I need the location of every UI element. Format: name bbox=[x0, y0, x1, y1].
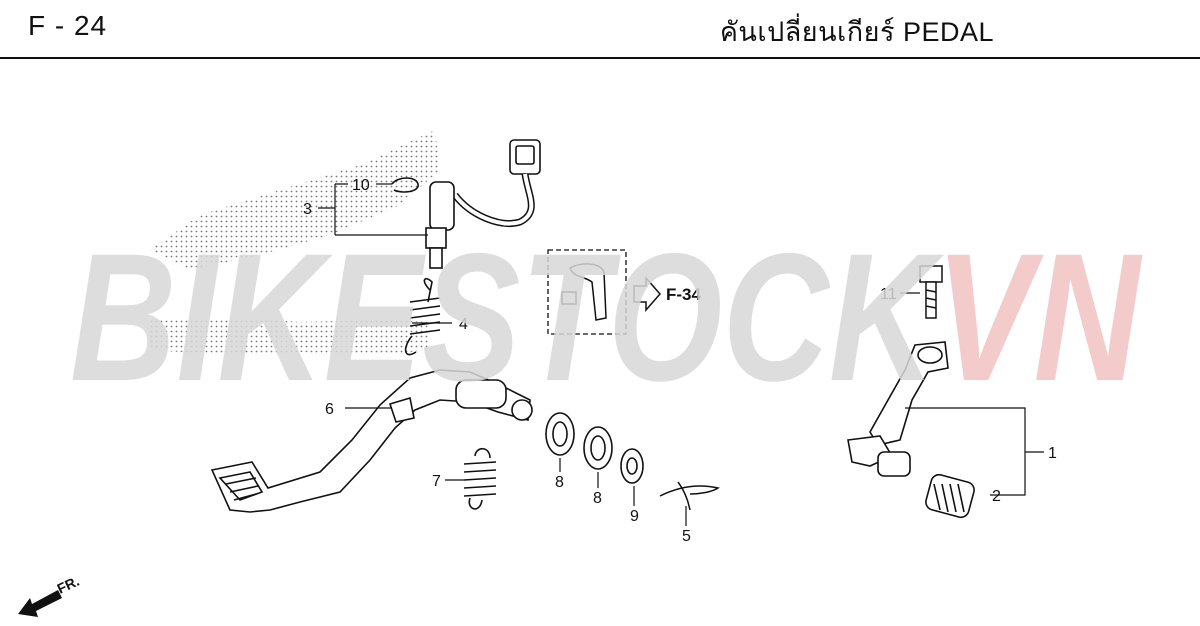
callout-1: 1 bbox=[1048, 445, 1057, 462]
return-spring bbox=[404, 278, 441, 356]
bolt bbox=[919, 265, 943, 319]
callout-6: 6 bbox=[325, 401, 334, 418]
callout-2: 2 bbox=[992, 488, 1001, 505]
dust-seal-b bbox=[583, 426, 613, 470]
header-divider bbox=[0, 57, 1200, 59]
pedal-rubber bbox=[925, 473, 975, 519]
callout-10: 10 bbox=[352, 177, 370, 194]
washer bbox=[620, 448, 644, 484]
gearshift-arm bbox=[847, 341, 949, 477]
cotter-pin bbox=[659, 481, 720, 511]
clip bbox=[391, 177, 419, 193]
page-code: F - 24 bbox=[28, 10, 108, 41]
callout-4: 4 bbox=[459, 316, 468, 333]
engine-silhouette bbox=[150, 318, 430, 356]
callout-7: 7 bbox=[432, 473, 441, 490]
page-title: คันเปลี่ยนเกียร์ PEDAL bbox=[719, 17, 994, 47]
callout-11: 11 bbox=[880, 286, 897, 303]
callout-5: 5 bbox=[682, 528, 691, 545]
callout-8b: 8 bbox=[593, 490, 602, 507]
dust-seal-a bbox=[545, 412, 575, 456]
reference-box bbox=[547, 249, 627, 335]
leader-lines bbox=[318, 183, 1044, 526]
callout-9: 9 bbox=[630, 508, 639, 525]
spring bbox=[463, 447, 497, 510]
brake-pedal bbox=[210, 369, 533, 513]
frame-silhouette bbox=[150, 130, 440, 270]
side-stand-switch bbox=[425, 139, 541, 269]
reference-arrow-icon bbox=[633, 276, 661, 312]
reference-bracket bbox=[561, 263, 607, 321]
callout-3: 3 bbox=[303, 201, 312, 218]
reference-label: F-34 bbox=[666, 285, 702, 304]
front-direction-arrow-icon bbox=[18, 590, 62, 617]
direction-label: FR. bbox=[55, 573, 82, 597]
callout-8a: 8 bbox=[555, 474, 564, 491]
